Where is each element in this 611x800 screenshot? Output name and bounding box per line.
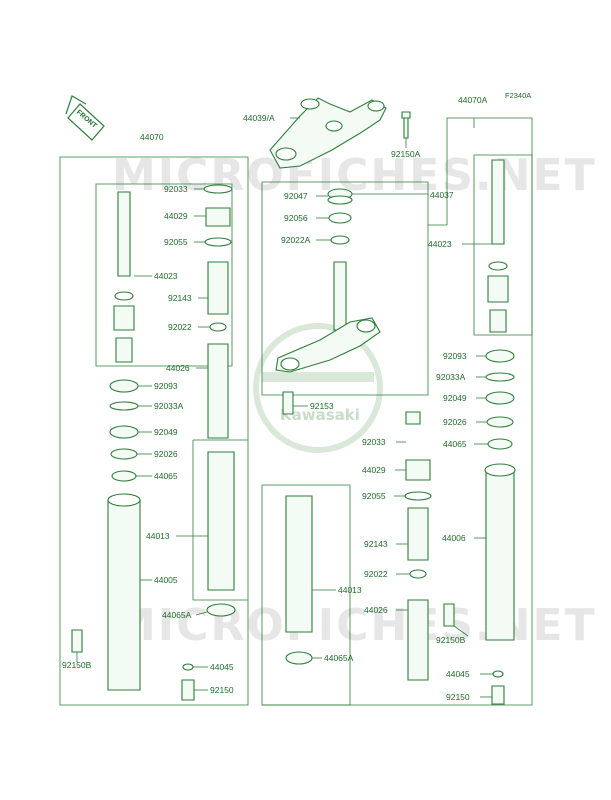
label-44013-left: 44013	[146, 531, 170, 541]
label-44023-right: 44023	[428, 239, 452, 249]
label-92022-right: 92022	[364, 569, 388, 579]
bolt-92150A-part	[401, 111, 411, 139]
label-44065A-left: 44065A	[162, 610, 192, 620]
logo-text: Kawasaki	[280, 406, 360, 424]
label-92033A-right: 92033A	[436, 372, 466, 382]
label-44026-right: 44026	[364, 605, 388, 615]
leader-lines	[76, 117, 493, 698]
label-92033A-left: 92033A	[154, 401, 184, 411]
label-44045-right: 44045	[446, 669, 470, 679]
front-arrow-icon: FRONT	[65, 95, 105, 141]
label-44006: 44006	[442, 533, 466, 543]
upper-bracket-part	[269, 97, 387, 169]
label-44070: 44070	[140, 132, 164, 142]
left-fork-box	[59, 156, 249, 706]
bolt-92153-part	[282, 391, 294, 415]
label-92022-left: 92022	[168, 322, 192, 332]
label-92055-left: 92055	[164, 237, 188, 247]
label-92150B-left: 92150B	[62, 660, 92, 670]
label-44045-left: 44045	[210, 662, 234, 672]
left-fork-parts	[71, 379, 236, 701]
watermark-top: MICROFICHES.NET	[112, 150, 597, 201]
watermark-bottom: MICROFICHES.NET	[112, 600, 597, 651]
label-44029-right: 44029	[362, 465, 386, 475]
label-92047: 92047	[284, 191, 308, 201]
label-92093-left: 92093	[154, 381, 178, 391]
label-44039A: 44039/A	[243, 113, 275, 123]
label-44065-left: 44065	[154, 471, 178, 481]
label-44026-left: 44026	[166, 363, 190, 373]
kawasaki-logo: Kawasaki	[253, 323, 383, 453]
label-92143-right: 92143	[364, 539, 388, 549]
label-92150A: 92150A	[391, 149, 421, 159]
label-44037: 44037	[430, 190, 454, 200]
label-44070A: 44070A	[458, 95, 488, 105]
right-cap-box	[473, 154, 533, 336]
label-44065-right: 44065	[443, 439, 467, 449]
label-44013-right: 44013	[338, 585, 362, 595]
label-92049-right: 92049	[443, 393, 467, 403]
right-fork-box	[262, 117, 533, 706]
label-92093-right: 92093	[443, 351, 467, 361]
right-cap-parts	[487, 159, 509, 333]
label-92150B-right: 92150B	[436, 635, 466, 645]
label-92055-right: 92055	[362, 491, 386, 501]
label-92150-left: 92150	[210, 685, 234, 695]
label-92056: 92056	[284, 213, 308, 223]
label-44005: 44005	[154, 575, 178, 585]
label-92153: 92153	[310, 401, 334, 411]
label-92033-right: 92033	[362, 437, 386, 447]
label-92026-left: 92026	[154, 449, 178, 459]
stem-box	[261, 181, 429, 396]
right-inner-parts	[285, 411, 432, 681]
right-fork-parts	[443, 349, 516, 705]
label-92022A: 92022A	[281, 235, 311, 245]
part-labels: 44070 44070A 44039/A 92150A 44037 92047 …	[62, 95, 488, 702]
label-92150-right: 92150	[446, 692, 470, 702]
label-44065A-right: 44065A	[324, 653, 354, 663]
label-92049-left: 92049	[154, 427, 178, 437]
label-44029-left: 44029	[164, 211, 188, 221]
label-92033-left: 92033	[164, 184, 188, 194]
label-92026-right: 92026	[443, 417, 467, 427]
left-cap-box	[95, 183, 233, 367]
left-cap-parts	[113, 184, 233, 439]
label-44023-left: 44023	[154, 271, 178, 281]
label-92143-left: 92143	[168, 293, 192, 303]
diagram-code: F2340A	[505, 91, 531, 100]
